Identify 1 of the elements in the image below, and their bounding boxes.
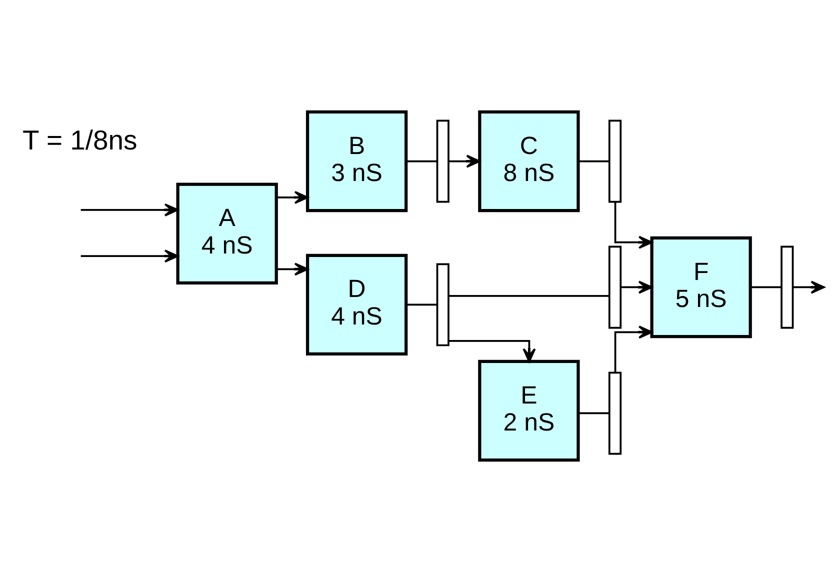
label: T = 1/8ns <box>22 124 138 156</box>
